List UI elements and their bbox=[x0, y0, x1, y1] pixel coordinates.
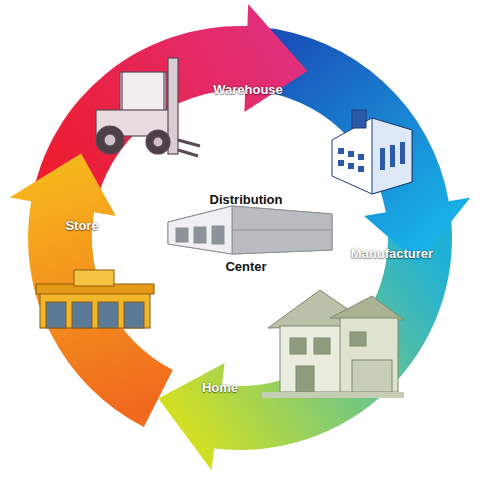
store-label-box: Store bbox=[61, 217, 102, 234]
node-label: Store bbox=[63, 217, 100, 234]
factory-icon bbox=[332, 110, 412, 194]
warehouse-label-box: Warehouse bbox=[209, 81, 287, 98]
forklift-icon bbox=[96, 58, 200, 156]
warehouse-building-icon bbox=[168, 206, 332, 254]
home-arrow bbox=[158, 220, 452, 471]
home-label-box: Home bbox=[198, 379, 242, 396]
manufacturer-label-box: Manufacturer bbox=[347, 245, 437, 262]
node-label: Warehouse bbox=[211, 81, 285, 98]
node-label: Distribution bbox=[208, 191, 285, 208]
node-sublabel: Center bbox=[223, 258, 268, 275]
store-icon bbox=[36, 270, 154, 328]
node-label: Home bbox=[200, 379, 240, 396]
house-icon bbox=[262, 290, 404, 398]
node-label: Manufacturer bbox=[349, 245, 435, 262]
store-arrow bbox=[10, 154, 173, 427]
distribution-center-box: DistributionCenter bbox=[206, 191, 287, 275]
